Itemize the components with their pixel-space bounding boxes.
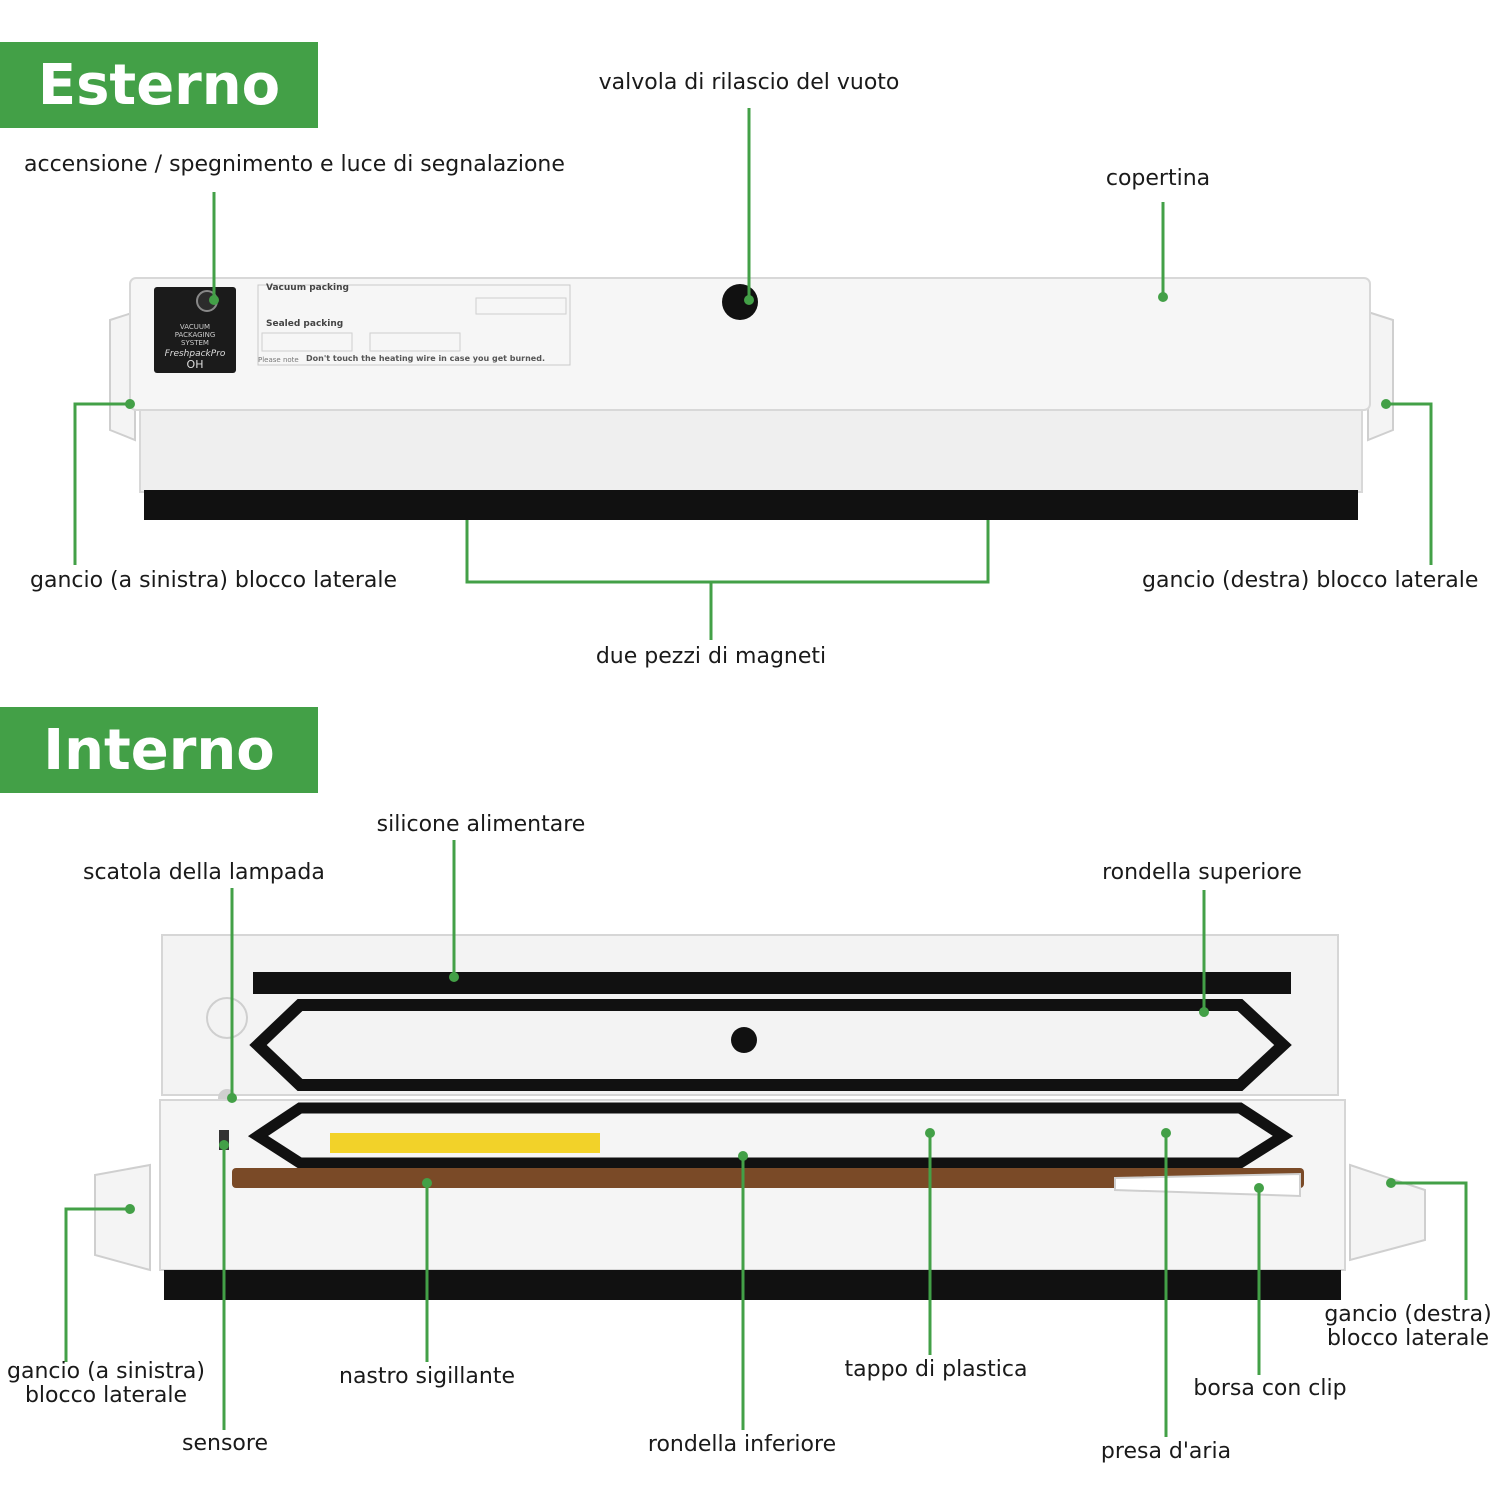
warning-sticker [330,1133,600,1153]
exterior-base [144,490,1358,520]
label-air-intake: presa d'aria [1100,1439,1232,1464]
label-valve: valvola di rilascio del vuoto [598,70,900,95]
interior-hook-left [94,1163,151,1272]
label-lamp-box: scatola della lampada [83,860,325,885]
exterior-body [139,409,1363,493]
label-silicone: silicone alimentare [376,812,586,837]
panel-note-label: Please note [258,356,299,364]
valve-port-icon [731,1027,757,1053]
label-plastic-cap: tappo di plastica [844,1357,1028,1382]
panel-brand: FreshpackPro [164,349,226,359]
lower-gasket [247,1102,1294,1169]
panel-heading-vacuum: Vacuum packing [266,283,349,293]
label-hook-right-interior-line2: blocco laterale [1326,1326,1490,1351]
bag-clip [1114,1172,1301,1198]
instruction-diagram [261,332,353,352]
instruction-diagram [475,297,567,315]
label-hook-left-interior-line1: gancio (a sinistra) [7,1359,205,1384]
label-hook-left-interior-line2: blocco laterale [24,1383,188,1408]
section-banner-interior: Interno [0,707,318,793]
interior-hook-right [1349,1163,1426,1262]
panel-warning: Don't touch the heating wire in case you… [306,354,545,363]
label-cover: copertina [1105,166,1211,191]
interior-base [164,1270,1341,1300]
instruction-panel [257,284,571,366]
exterior-callouts [73,108,1433,640]
silicone-strip [253,972,1291,994]
label-hook-right-interior-line1: gancio (destra) [1324,1302,1492,1327]
label-bag-clip: borsa con clip [1193,1376,1347,1401]
interior-lid [161,934,1339,1096]
label-upper-gasket: rondella superiore [1102,860,1302,885]
exterior-hook-right [1367,310,1394,442]
interior-callouts [64,840,1468,1437]
lamp-box [206,997,248,1039]
upper-gasket [249,999,1292,1091]
panel-logo-line1: VACUUM [179,323,211,331]
panel-logo-line3: SYSTEM [181,339,209,347]
panel-heading-sealed: Sealed packing [266,319,344,329]
label-sensor: sensore [182,1431,268,1456]
section-banner-exterior: Esterno [0,42,318,128]
label-hook-left-exterior: gancio (a sinistra) blocco laterale [30,568,398,593]
instruction-diagram [369,332,461,352]
exterior-device [109,277,1394,520]
panel-model: OH [186,358,204,371]
sealing-tape [232,1168,1304,1188]
label-hook-right-exterior: gancio (destra) blocco laterale [1142,568,1479,593]
interior-device [94,934,1426,1300]
label-power: accensione / spegnimento e luce di segna… [24,152,565,177]
panel-logo-line2: PACKAGING [174,331,216,339]
control-panel [154,287,236,373]
label-lower-gasket: rondella inferiore [647,1432,837,1457]
label-magnets: due pezzi di magneti [595,644,827,669]
label-sealing-tape: nastro sigillante [339,1364,515,1389]
